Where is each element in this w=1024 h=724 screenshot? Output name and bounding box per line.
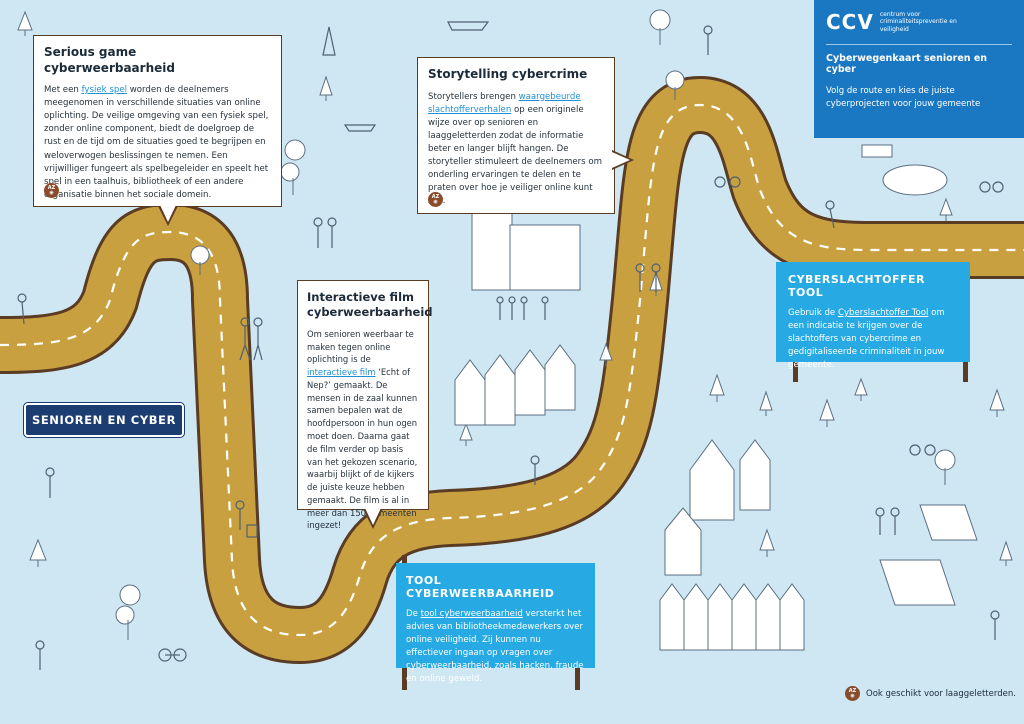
sign-title: TOOL CYBERWEERBAARHEID [406,574,555,600]
card-title: Storytelling cybercrime [428,67,588,81]
ccv-logo: CCV centrum voor criminaliteitspreventie… [826,10,1012,34]
sign-title: CYBERSLACHTOFFER TOOL [788,273,925,299]
card-title: Serious game cyberweerbaarheid [44,45,175,75]
card-text-part: Met een [44,85,82,96]
eye-icon: ◉ [433,198,438,205]
az-badge-letters: AZ [848,687,857,694]
sign-text-part: om een indicatie te krijgen over de slac… [788,308,945,371]
divider [826,44,1012,45]
footer-text: Ook geschikt voor laaggeletterden. [866,688,1016,699]
eye-icon: ◉ [850,692,855,699]
callout-tail [612,152,630,168]
ccv-header: CCV centrum voor criminaliteitspreventie… [814,0,1024,138]
az-badge: AZ◉ [428,183,443,207]
card-title: Interactieve film cyberweerbaarheid [307,290,433,319]
card-storytelling: Storytelling cybercrime Storytellers bre… [417,57,615,214]
callout-tail [365,508,381,525]
card-serious-game: Serious game cyberweerbaarheid Met een f… [33,35,282,207]
start-sign: SENIOREN EN CYBER [23,402,185,438]
card-text-part: ‘Echt of Nep?’ gemaakt. De mensen in de … [307,367,418,531]
ccv-logo-subtitle: centrum voor criminaliteitspreventie en … [879,11,957,33]
az-badge-letters: AZ [47,184,56,191]
az-badge-letters: AZ [431,193,440,200]
card-text: Om senioren weerbaar te maken tegen onli… [307,328,419,532]
eye-icon: ◉ [49,189,54,196]
sign-text: Gebruik de Cyberslachtoffer Tool om een … [788,307,958,372]
ccv-logo-mark: CCV [826,10,874,34]
card-interactive-film: Interactieve film cyberweerbaarheid Om s… [297,280,433,530]
card-text: Storytellers brengen waargebeurde slacht… [428,91,604,209]
building-icons [454,144,978,651]
card-text-part: Storytellers brengen [428,91,519,102]
callout-tail [160,205,176,222]
card-text-part: Om senioren weerbaar te maken tegen onli… [307,328,414,365]
fysiek-spel-link[interactable]: fysiek spel [81,85,127,96]
footer: AZ◉ Ook geschikt voor laaggeletterden. [845,686,1016,701]
sign-text-part: De [406,609,421,619]
card-text: Met een fysiek spel worden de deelnemers… [44,84,271,202]
cyberslachtoffer-tool-link[interactable]: Cyberslachtoffer Tool [837,308,929,318]
az-badge: AZ◉ [845,686,860,701]
card-text-part: op een originele wijze over op senioren … [428,104,603,206]
tool-cyberweerbaarheid-link[interactable]: tool cyberweerbaarheid [420,609,523,619]
interactieve-film-link[interactable]: interactieve film [307,367,376,378]
sign-tool-cyberweerbaarheid: TOOL CYBERWEERBAARHEID De tool cyberweer… [396,563,595,684]
map-title: Cyberwegenkaart senioren en cyber [826,53,988,75]
sign-cyberslachtoffer-tool: CYBERSLACHTOFFER TOOL Gebruik de Cybersl… [776,262,970,370]
sign-text: De tool cyberweerbaarheid versterkt het … [406,608,585,686]
sign-posts [402,362,968,690]
road-centerline [0,103,1024,637]
people-icons [17,21,1004,670]
map-subtitle: Volg de route en kies de juiste cyberpro… [826,86,981,110]
sign-text-part: Gebruik de [788,308,838,318]
sign-text-part: versterkt het advies van bibliotheekmede… [406,609,584,685]
slachtofferverhalen-link[interactable]: waargebeurde slachtofferverhalen [428,91,581,115]
card-text-part: worden de deelnemers meegenomen in versc… [44,85,269,200]
az-badge: AZ◉ [44,174,59,198]
